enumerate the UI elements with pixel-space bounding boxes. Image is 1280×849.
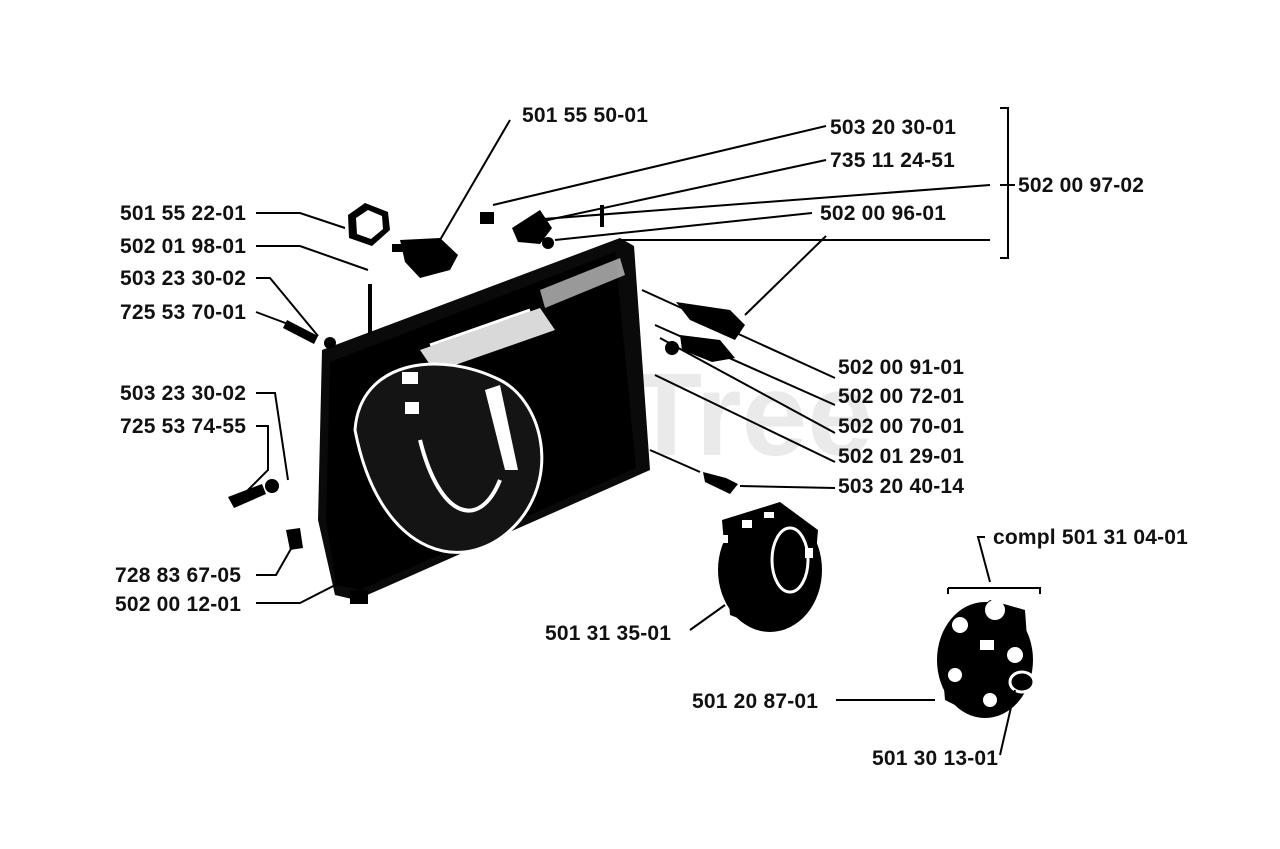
label-503-20-30-01: 503 20 30-01	[830, 116, 956, 139]
label-725-53-74-55: 725 53 74-55	[120, 415, 246, 438]
label-503-23-30-02-top: 503 23 30-02	[120, 267, 246, 290]
label-501-31-35-01: 501 31 35-01	[545, 622, 671, 645]
label-502-00-70-01: 502 00 70-01	[838, 415, 964, 438]
label-502-00-97-02: 502 00 97-02	[1018, 174, 1144, 197]
label-502-01-29-01: 502 01 29-01	[838, 445, 964, 468]
label-502-00-96-01: 502 00 96-01	[820, 202, 946, 225]
clutch-assembly	[937, 600, 1036, 718]
label-501-20-87-01: 501 20 87-01	[692, 690, 818, 713]
label-502-00-91-01: 502 00 91-01	[838, 356, 964, 379]
clutch-drum	[718, 502, 822, 632]
label-503-20-40-14: 503 20 40-14	[838, 475, 964, 498]
part-labels: 501 55 50-01 503 20 30-01 735 11 24-51 5…	[115, 104, 1188, 770]
label-735-11-24-51: 735 11 24-51	[830, 149, 955, 172]
clutch-cover-illustration	[318, 238, 650, 604]
label-501-30-13-01: 501 30 13-01	[872, 747, 998, 770]
label-728-83-67-05: 728 83 67-05	[115, 564, 241, 587]
label-compl-501-31-04-01: compl 501 31 04-01	[993, 526, 1188, 549]
label-501-55-22-01: 501 55 22-01	[120, 202, 246, 225]
label-502-00-12-01: 502 00 12-01	[115, 593, 241, 616]
leader-lines	[242, 107, 1041, 756]
label-501-55-50-01: 501 55 50-01	[522, 104, 648, 127]
label-503-23-30-02-bottom: 503 23 30-02	[120, 382, 246, 405]
label-502-01-98-01: 502 01 98-01	[120, 235, 246, 258]
label-725-53-70-01: 725 53 70-01	[120, 301, 246, 324]
label-502-00-72-01: 502 00 72-01	[838, 385, 964, 408]
